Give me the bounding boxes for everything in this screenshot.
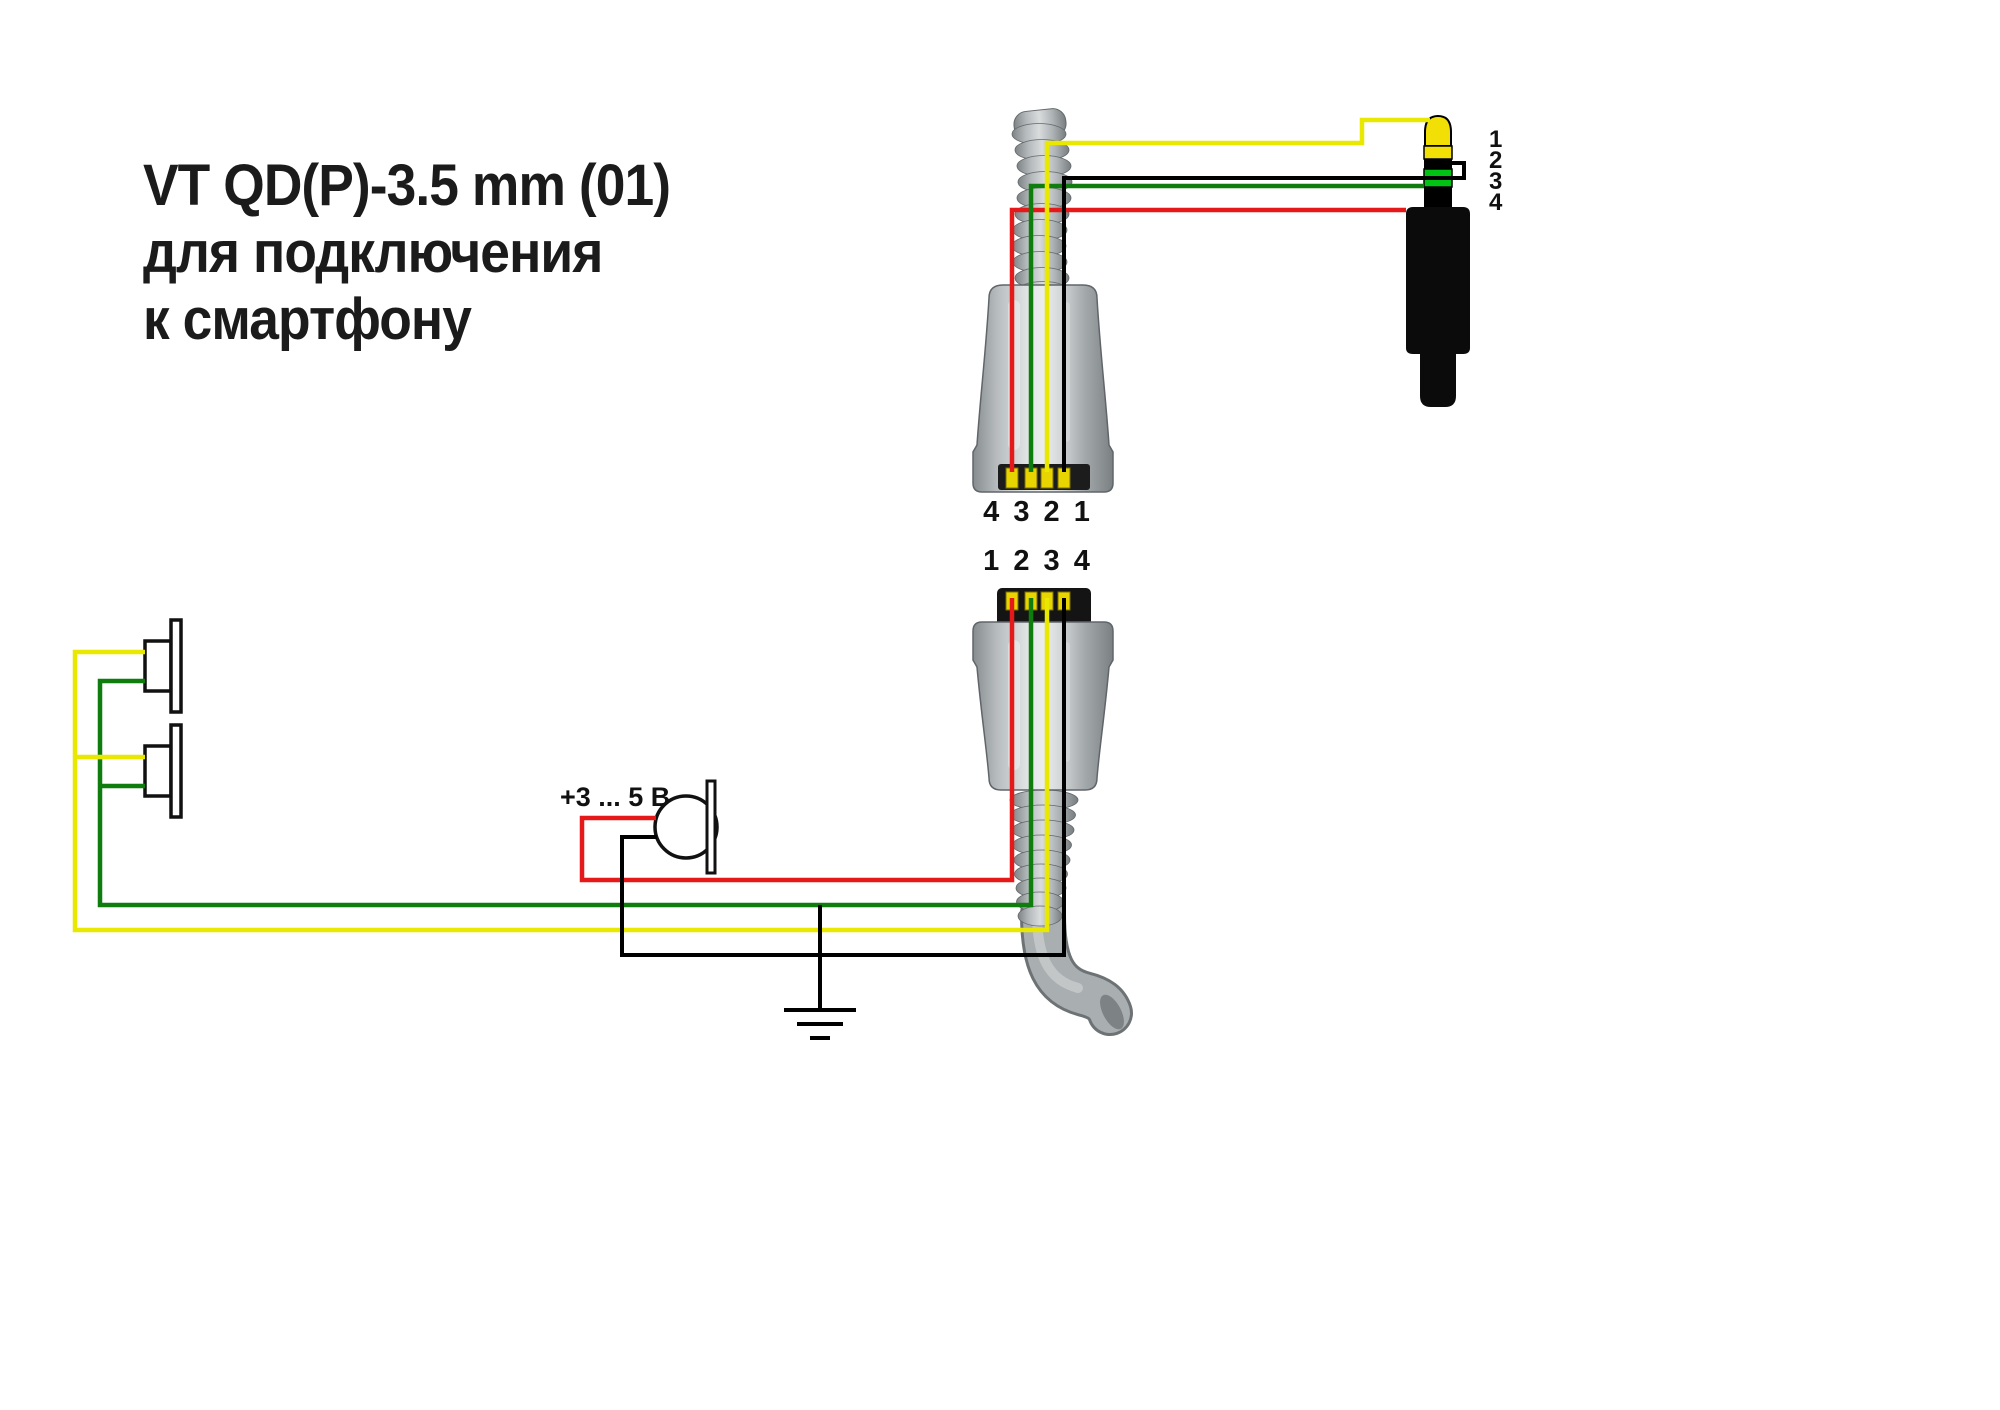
- speaker-2: [143, 723, 183, 819]
- speaker-1-magnet: [143, 639, 173, 693]
- speaker-1: [143, 618, 183, 714]
- jack-pin-label-1: 1: [1489, 126, 1502, 153]
- jack-pin-label-4: 4: [1489, 189, 1503, 216]
- title-line-3: к смартфону: [143, 287, 472, 352]
- wire-green-top: [1028, 183, 1424, 472]
- bottom-connector-pin-labels: 1 2 3 4: [983, 545, 1093, 577]
- qd-connector-bottom: 1 2 3 4: [972, 545, 1133, 1036]
- jack-tip: [1424, 114, 1452, 147]
- jack-pin-label-3: 3: [1489, 168, 1502, 195]
- bottom-connector-body: [972, 621, 1114, 791]
- bottom-cable-ribs: [1009, 789, 1079, 927]
- title-line-1: VT QD(P)-3.5 mm (01): [143, 153, 670, 218]
- page-title: VT QD(P)-3.5 mm (01) для подключения к с…: [143, 153, 671, 352]
- wire-yellow-bottom: [72, 598, 1050, 933]
- jack-sleeve-body: [1406, 207, 1470, 407]
- microphone: +3 ... 5 В: [560, 779, 719, 875]
- wire-black-top: [1062, 161, 1466, 472]
- title-line-2: для подключения: [143, 220, 602, 285]
- wire-black-bottom: [620, 598, 1066, 957]
- wire-red-top: [1009, 207, 1406, 472]
- speaker-2-diaphragm: [169, 723, 183, 819]
- qd-connector-top: 4 3 2 1: [972, 108, 1114, 528]
- ground-symbol: [784, 1008, 856, 1040]
- wire-red-bottom: [579, 598, 1015, 883]
- jack-pin-labels: 1 2 3 4: [1489, 126, 1503, 216]
- microphone-capsule: [653, 794, 719, 860]
- wire-green-bottom: [97, 598, 1034, 908]
- jack-35mm: 1 2 3 4: [1406, 114, 1503, 407]
- jack-separator-1: [1424, 159, 1452, 169]
- top-connector-pin-labels: 4 3 2 1: [983, 496, 1093, 528]
- speaker-2-magnet: [143, 744, 173, 798]
- microphone-plate: [705, 779, 717, 875]
- wire-yellow-top: [1044, 117, 1430, 472]
- jack-shaft-lower: [1424, 187, 1452, 209]
- jack-ring-2: [1423, 145, 1453, 160]
- top-contacts: [1005, 467, 1071, 489]
- mic-voltage-label: +3 ... 5 В: [560, 782, 670, 812]
- top-connector-body: [972, 284, 1114, 493]
- wires: [72, 117, 1466, 1010]
- jack-pin-label-2: 2: [1489, 147, 1502, 174]
- speaker-1-diaphragm: [169, 618, 183, 714]
- bottom-cable-tail: [1020, 891, 1133, 1036]
